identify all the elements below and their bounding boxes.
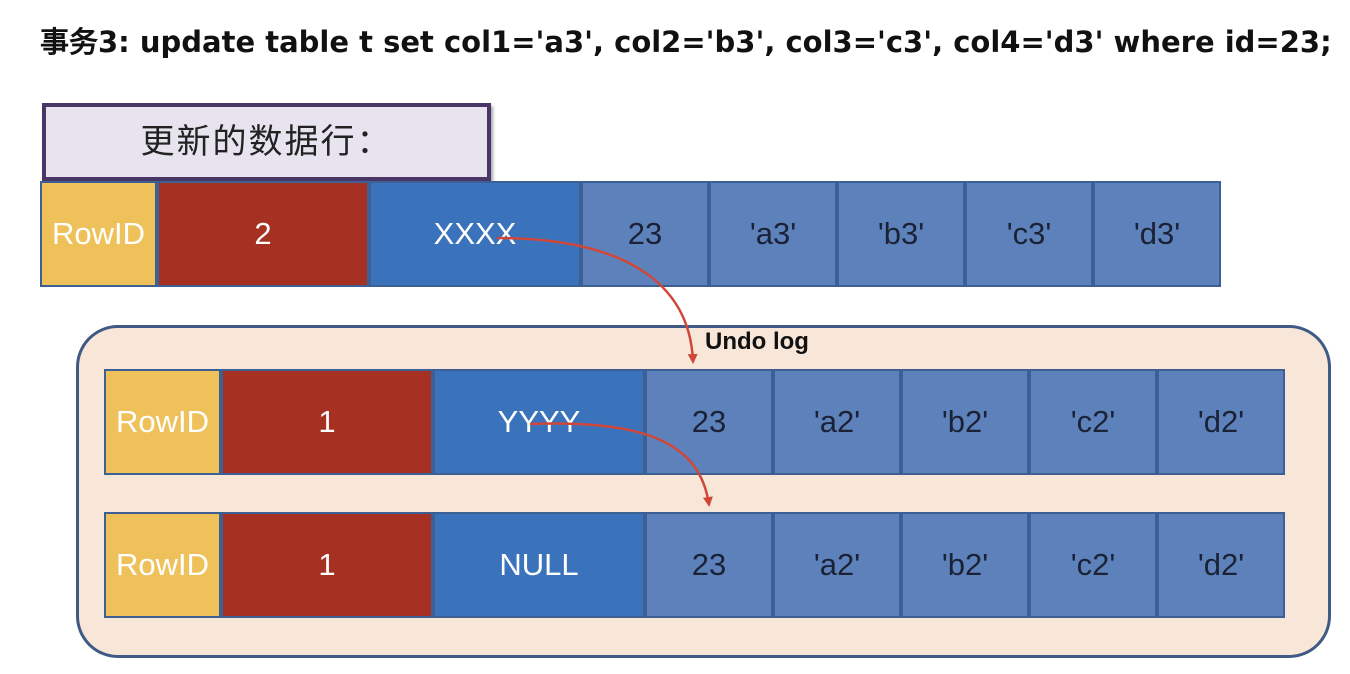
column-cell: 'c2' [1029,512,1157,618]
column-cell: 'b3' [837,181,965,287]
updated-row-label-box: 更新的数据行： [42,103,491,181]
column-cell: 'b2' [901,369,1029,475]
current-data-row: RowID 2 XXXX 23 'a3' 'b3' 'c3' 'd3' [40,181,1221,287]
rowid-cell: RowID [104,369,221,475]
column-cell: 'a2' [773,369,901,475]
column-cell: 'a3' [709,181,837,287]
column-cell: 23 [645,369,773,475]
trx-id-cell: 1 [221,512,433,618]
column-cell: 'c3' [965,181,1093,287]
trx-id-cell: 1 [221,369,433,475]
roll-pointer-cell: XXXX [369,181,581,287]
column-cell: 23 [581,181,709,287]
undo-row: RowID 1 NULL 23 'a2' 'b2' 'c2' 'd2' [104,512,1285,618]
undo-row: RowID 1 YYYY 23 'a2' 'b2' 'c2' 'd2' [104,369,1285,475]
column-cell: 'd3' [1093,181,1221,287]
column-cell: 'd2' [1157,512,1285,618]
roll-pointer-cell: NULL [433,512,645,618]
column-cell: 'c2' [1029,369,1157,475]
transaction-title: 事务3: update table t set col1='a3', col2=… [40,25,1332,59]
undo-log-label: Undo log [705,328,809,355]
roll-pointer-cell: YYYY [433,369,645,475]
column-cell: 'b2' [901,512,1029,618]
updated-row-label: 更新的数据行： [140,122,393,162]
column-cell: 'a2' [773,512,901,618]
trx-id-cell: 2 [157,181,369,287]
rowid-cell: RowID [40,181,157,287]
column-cell: 'd2' [1157,369,1285,475]
column-cell: 23 [645,512,773,618]
rowid-cell: RowID [104,512,221,618]
